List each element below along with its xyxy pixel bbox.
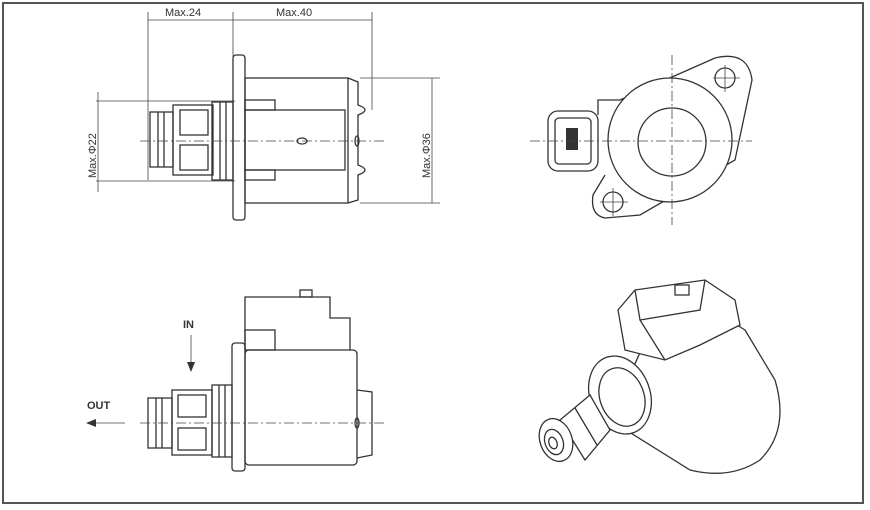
in-label: IN [183,319,194,331]
side-view-bottom: IN OUT [86,289,385,472]
dim-label-max24: Max.24 [165,7,201,19]
drawing-frame [2,2,864,504]
end-view [530,55,753,225]
dim-label-d22: Max.Φ22 [87,133,99,178]
dim-label-d36: Max.Φ36 [421,133,433,178]
out-label: OUT [87,400,111,412]
side-view-top: Max.24 Max.40 Max.Φ22 Max.Φ36 [87,7,440,221]
isometric-view [538,279,781,474]
dim-label-max40: Max.40 [276,7,312,19]
